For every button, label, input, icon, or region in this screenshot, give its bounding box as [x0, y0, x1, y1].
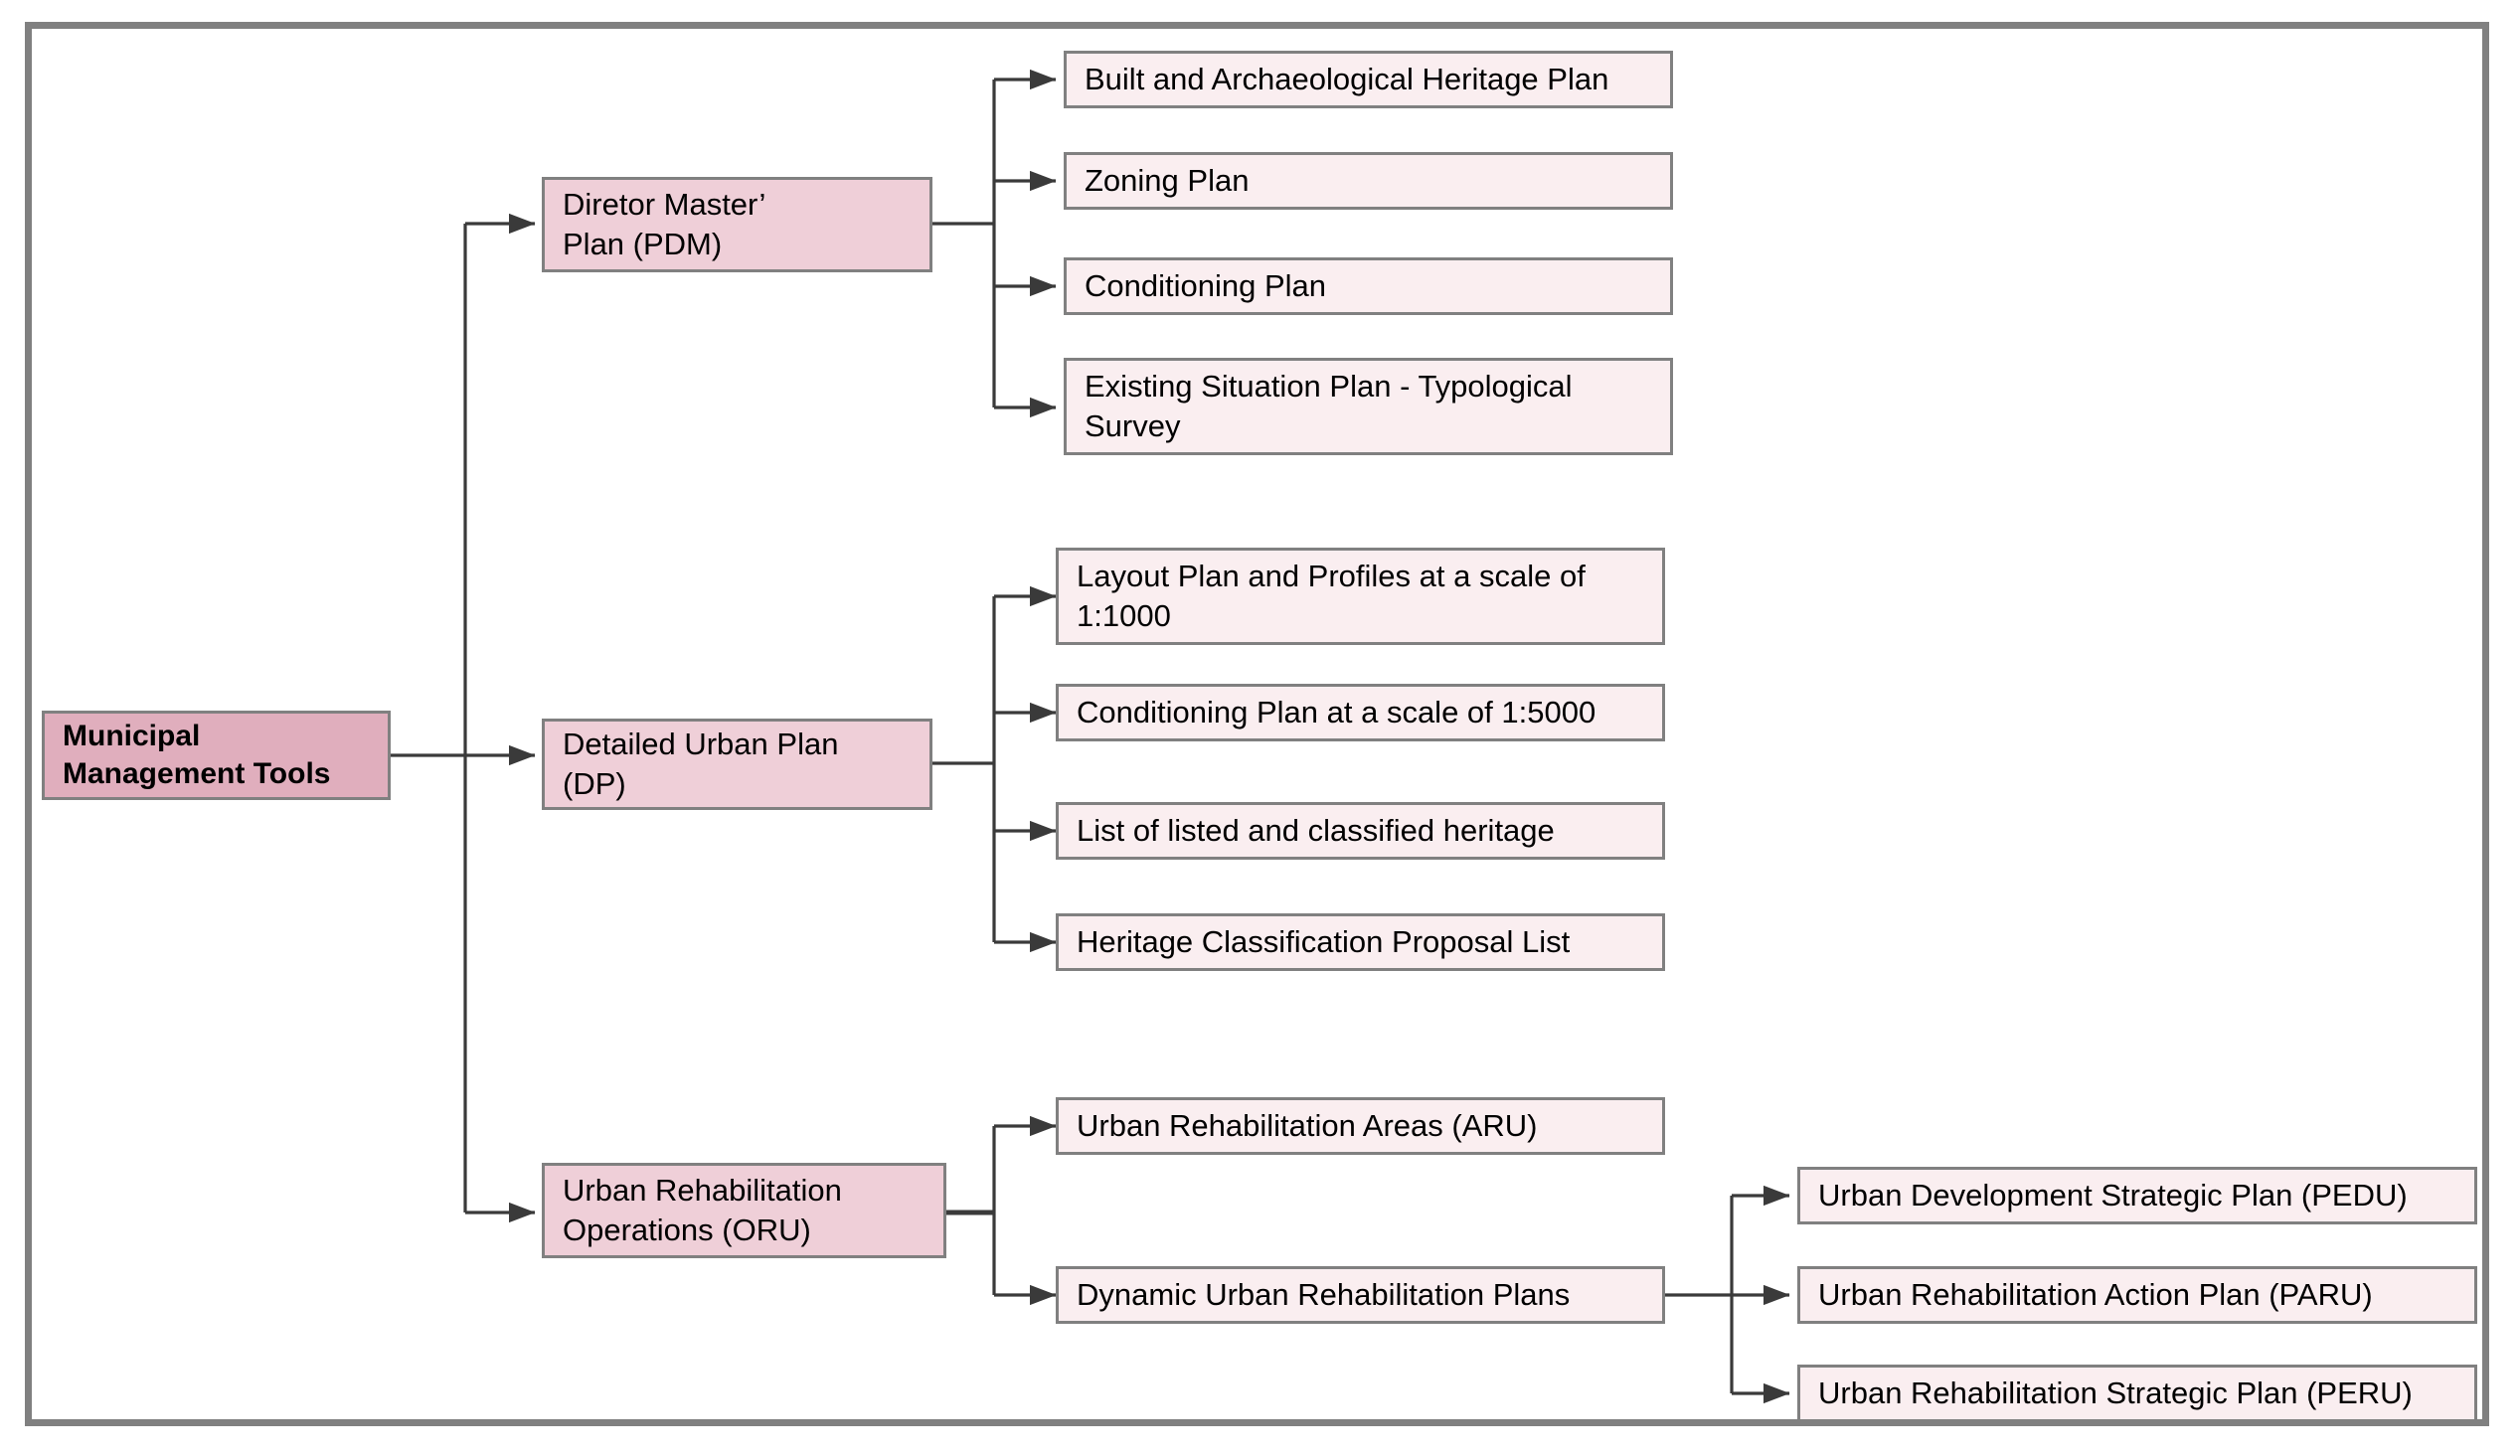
node-urban-rehabilitation-operations-oru[interactable]: Urban Rehabilitation Operations (ORU): [542, 1163, 946, 1258]
node-built-and-archaeological-heritage-plan[interactable]: Built and Archaeological Heritage Plan: [1064, 51, 1673, 108]
node-label: Built and Archaeological Heritage Plan: [1085, 62, 1609, 97]
node-label: Heritage Classification Proposal List: [1077, 924, 1571, 960]
node-zoning-plan[interactable]: Zoning Plan: [1064, 152, 1673, 210]
node-list-of-listed-and-classified-heritage[interactable]: List of listed and classified heritage: [1056, 802, 1665, 860]
node-label: Urban Rehabilitation Action Plan (PARU): [1818, 1277, 2373, 1313]
node-layout-plan-and-profiles-scale-1-1000[interactable]: Layout Plan and Profiles at a scale of 1…: [1056, 548, 1665, 645]
node-label: Zoning Plan: [1085, 163, 1250, 199]
node-urban-development-strategic-plan-pedu[interactable]: Urban Development Strategic Plan (PEDU): [1797, 1167, 2477, 1224]
node-label: Conditioning Plan at a scale of 1:5000: [1077, 695, 1596, 730]
node-conditioning-plan-scale-1-5000[interactable]: Conditioning Plan at a scale of 1:5000: [1056, 684, 1665, 741]
node-label: Detailed Urban Plan (DP): [563, 727, 839, 801]
node-label: Urban Development Strategic Plan (PEDU): [1818, 1178, 2408, 1213]
node-label: Conditioning Plan: [1085, 268, 1327, 304]
node-existing-situation-plan-typological-survey[interactable]: Existing Situation Plan - Typological Su…: [1064, 358, 1673, 455]
node-diretor-master-plan-pdm[interactable]: Diretor Master’ Plan (PDM): [542, 177, 932, 272]
node-municipal-management-tools[interactable]: Municipal Management Tools: [42, 711, 391, 800]
node-label: Urban Rehabilitation Areas (ARU): [1077, 1108, 1538, 1144]
node-heritage-classification-proposal-list[interactable]: Heritage Classification Proposal List: [1056, 913, 1665, 971]
node-label: Existing Situation Plan - Typological Su…: [1085, 369, 1573, 443]
node-label: List of listed and classified heritage: [1077, 813, 1555, 849]
node-label: Dynamic Urban Rehabilitation Plans: [1077, 1277, 1571, 1313]
node-detailed-urban-plan-dp[interactable]: Detailed Urban Plan (DP): [542, 719, 932, 810]
node-label: Urban Rehabilitation Strategic Plan (PER…: [1818, 1375, 2413, 1411]
node-urban-rehabilitation-strategic-plan-peru[interactable]: Urban Rehabilitation Strategic Plan (PER…: [1797, 1365, 2477, 1422]
node-label: Diretor Master’ Plan (PDM): [563, 187, 766, 261]
node-urban-rehabilitation-areas-aru[interactable]: Urban Rehabilitation Areas (ARU): [1056, 1097, 1665, 1155]
node-conditioning-plan[interactable]: Conditioning Plan: [1064, 257, 1673, 315]
node-label: Urban Rehabilitation Operations (ORU): [563, 1173, 842, 1247]
node-label: Layout Plan and Profiles at a scale of 1…: [1077, 559, 1586, 633]
node-dynamic-urban-rehabilitation-plans[interactable]: Dynamic Urban Rehabilitation Plans: [1056, 1266, 1665, 1324]
diagram-frame-border: [25, 22, 2489, 1426]
node-urban-rehabilitation-action-plan-paru[interactable]: Urban Rehabilitation Action Plan (PARU): [1797, 1266, 2477, 1324]
node-label: Municipal Management Tools: [63, 719, 331, 790]
